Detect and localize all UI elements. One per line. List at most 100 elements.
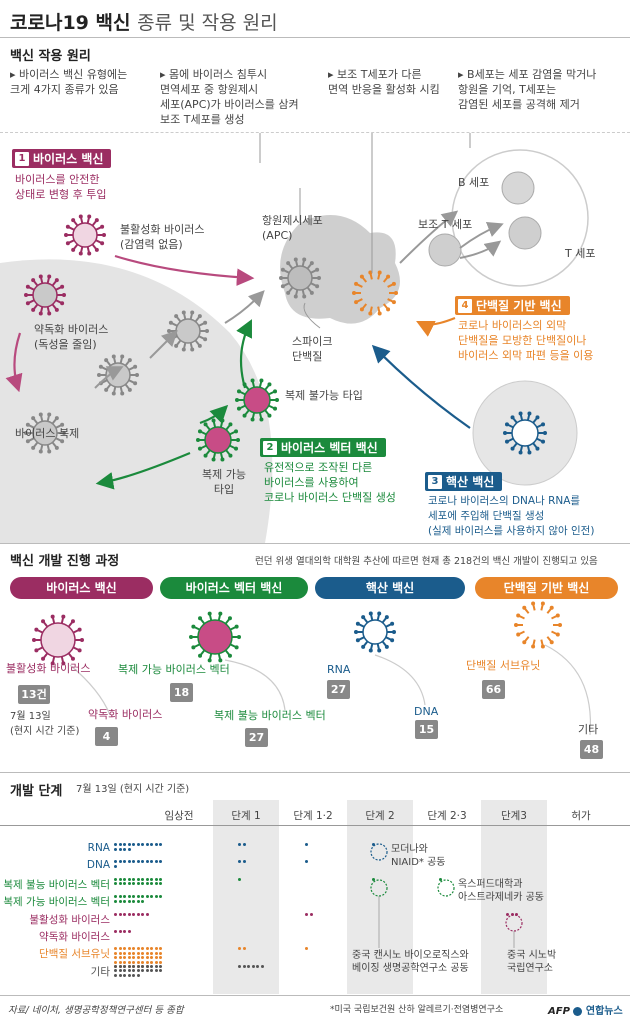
stage-dot xyxy=(132,899,135,903)
progress-label-dna: DNA xyxy=(414,705,439,718)
stage-dot xyxy=(132,964,135,968)
stage-dot xyxy=(154,843,158,846)
stage-dot xyxy=(260,964,264,968)
progress-curves xyxy=(32,601,592,736)
nucleic-icon xyxy=(503,411,547,455)
stage-dot xyxy=(145,882,149,886)
label-tcell: T 세포 xyxy=(565,247,596,260)
stage-dot xyxy=(136,895,140,899)
stage-dot xyxy=(136,973,140,977)
progress-count-dna: 15 xyxy=(415,720,438,739)
stage-dot xyxy=(372,877,375,881)
stage-dot xyxy=(118,843,122,846)
annotation-moderna: 모더나와 NIAID* 공동 xyxy=(391,844,446,868)
stage-dot xyxy=(309,912,313,916)
stage-dot xyxy=(506,912,509,916)
stage-dot xyxy=(123,973,126,977)
progress-vector-icon xyxy=(189,611,241,663)
stage-dot xyxy=(305,947,308,951)
progress-count-inactivated: 13건 xyxy=(18,685,50,704)
stage-dot xyxy=(150,960,153,964)
apc-cell xyxy=(280,215,400,324)
stage-dot xyxy=(141,951,144,955)
stage-dot xyxy=(118,930,122,933)
principle-step-1: ▸ 바이러스 백신 유형에는 크게 4가지 종류가 있음 xyxy=(10,68,128,96)
stage-dot xyxy=(145,843,149,846)
stage-dot xyxy=(247,964,250,968)
stage-dot xyxy=(123,847,126,851)
afp-logo: AFP xyxy=(548,1006,570,1017)
stage-dot xyxy=(118,951,122,955)
stage-row-label: 단백질 서브유닛 xyxy=(39,948,110,961)
stage-column-1: 단계 1 xyxy=(231,810,261,822)
type-desc-vector: 유전적으로 조작된 다른 바이러스를 사용하여 코로나 바이러스 단백질 생성 xyxy=(264,461,396,504)
stage-dot xyxy=(159,956,162,960)
stage-dot xyxy=(154,969,158,973)
stage-dot xyxy=(141,877,144,881)
stages-heading: 개발 단계 xyxy=(10,784,63,799)
stage-dot xyxy=(132,956,135,960)
progress-label-rep-vector: 복제 가능 바이러스 벡터 xyxy=(118,663,230,676)
stage-dot xyxy=(150,947,153,951)
stage-dot xyxy=(145,947,149,951)
cat-header-vector: 바이러스 벡터 백신 xyxy=(160,577,308,599)
stage-dot xyxy=(114,947,117,951)
stage-dot xyxy=(136,951,140,955)
stage-dot xyxy=(141,947,144,951)
stage-dot xyxy=(136,947,140,951)
progress-label-other: 기타 xyxy=(578,723,599,736)
progress-count-rep-vector: 18 xyxy=(170,683,193,702)
stage-column-0: 임상전 xyxy=(164,810,194,822)
stage-dot xyxy=(132,969,135,973)
stage-dot xyxy=(238,843,241,846)
label-rep: 복제 가능 타입 xyxy=(202,468,246,496)
stage-dot xyxy=(242,860,246,864)
annotation-sinovac: 중국 시노박 국립연구소 xyxy=(507,950,557,974)
nonrep-vector-icon xyxy=(235,378,279,422)
stage-dot xyxy=(114,960,117,964)
stage-dot xyxy=(145,860,149,864)
stage-dot xyxy=(132,960,135,964)
stage-dot xyxy=(159,964,162,968)
stage-dot xyxy=(159,947,162,951)
stage-dot xyxy=(136,899,140,903)
stage-dot xyxy=(136,843,140,846)
stage-dot xyxy=(118,964,122,968)
stage-row-label: 기타 xyxy=(90,965,110,978)
stage-dot xyxy=(127,930,131,933)
footer-note: *미국 국립보건원 산하 알레르기·전염병연구소 xyxy=(330,1005,504,1015)
stage-dot xyxy=(132,843,135,846)
stage-dot xyxy=(127,877,131,881)
stage-dot xyxy=(136,956,140,960)
progress-count-other: 48 xyxy=(580,740,603,759)
progress-label-rna: RNA xyxy=(327,663,351,676)
stage-dot xyxy=(305,843,308,846)
progress-label-nonrep-vector: 복제 불능 바이러스 벡터 xyxy=(214,709,326,722)
stage-dot xyxy=(127,843,131,846)
attenuated-virus-icon xyxy=(24,274,66,316)
stage-dot xyxy=(118,882,122,886)
type-desc-protein: 코로나 바이러스의 외막 단백질을 모방한 단백질이나 바이러스 외막 파편 등… xyxy=(458,319,594,362)
stage-column-5: 단계3 xyxy=(500,810,527,822)
stage-dot xyxy=(141,956,144,960)
progress-nucleic-icon xyxy=(354,611,396,653)
stage-dot xyxy=(159,969,162,973)
stage-dot xyxy=(150,964,153,968)
stage-dot xyxy=(141,960,144,964)
stage-dot xyxy=(123,951,126,955)
stage-dot xyxy=(145,960,149,964)
stage-dot xyxy=(159,882,162,886)
mechanism-diagram xyxy=(0,133,589,543)
stage-dot xyxy=(123,956,126,960)
stage-dot xyxy=(118,973,122,977)
stage-dot xyxy=(145,895,149,899)
stage-dot xyxy=(132,947,135,951)
stage-dot xyxy=(118,877,122,881)
stage-dot xyxy=(141,860,144,864)
stage-row-label: DNA xyxy=(86,859,110,872)
stage-column-2: 단계 1·2 xyxy=(293,810,333,822)
label-helper: 보조 T 세포 xyxy=(418,218,473,231)
stage-dot xyxy=(141,882,144,886)
